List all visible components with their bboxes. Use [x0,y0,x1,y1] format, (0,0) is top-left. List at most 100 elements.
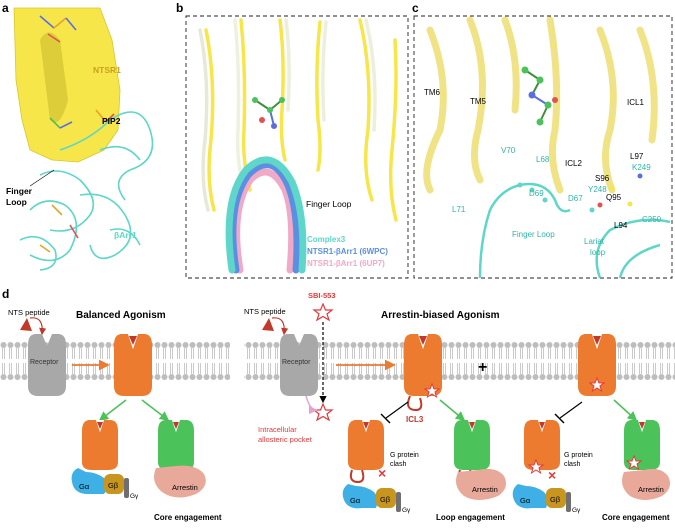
arrestin-pathway-arrow-2 [439,399,466,422]
clash-x-1: × [378,465,386,481]
gprotein-pathway-arrow [98,399,127,421]
receptor-gray-2 [280,334,318,396]
gbeta-2 [376,488,396,508]
panel-b-frame [185,15,409,279]
finger-loop-ribbons [225,156,307,274]
arrestin-3 [622,468,670,500]
sbi-star-top [312,302,334,322]
receptor-label-1: Receptor [30,359,59,366]
g-clash-label-2-line2: clash [564,461,580,468]
label-d67: D67 [568,194,583,203]
nts-ligand-sticks [39,15,77,43]
pip2-label: PIP2 [102,116,121,126]
receptor-label-2: Receptor [282,359,311,366]
gbeta-label-2: Gβ [380,495,391,504]
label-tm5: TM5 [470,97,487,106]
ggamma-label-2: Gγ [402,507,411,514]
ggamma-label-1: Gγ [130,493,139,500]
receptor-orange-biased-2 [578,334,616,396]
sbi-star-pocket [312,402,334,422]
arrestin-pathway-arrow-3 [613,399,638,422]
pip2-sticks [49,109,115,129]
arrestin-2 [456,468,506,500]
receptor-green-core-2 [624,420,660,471]
biased-agonism-title: Arrestin-biased Agonism [381,310,500,321]
gbeta-1 [104,474,124,494]
legend-6up7: NTSR1-βArr1 (6UP7) [307,259,385,268]
panel-a-letter: a [2,1,9,15]
nts-peptide-label-1: NTS peptide [8,308,50,317]
nts-peptide-label-2: NTS peptide [244,307,286,316]
gbeta-3 [546,488,566,508]
receptor-orange-clash-2 [524,420,560,475]
ligand-ball-stick-c [521,66,558,126]
finger-loop-label: Finger Loop [306,199,352,209]
ggamma-label-3: Gγ [572,507,581,514]
nts-peptide-1 [20,318,32,331]
label-l97: L97 [630,152,644,161]
core-engagement-label-1: Core engagement [154,513,222,522]
nts-peptide-arrow-2 [271,317,289,336]
panel-b: b [176,1,409,279]
galpha-label-3: Gα [520,496,531,505]
intracellular-label-line2: allosteric pocket [258,435,313,444]
arrestin-pathway-arrow-1 [141,399,170,421]
ntsr1-cavity [40,32,68,123]
legend: Complex3 NTSR1-βArr1 (6WPC) NTSR1-βArr1 … [307,235,388,268]
finger-loop-label-line1: Finger [6,186,33,196]
ligand-ball-stick [252,97,285,129]
pocket-pointer [305,395,318,415]
ggamma-1 [124,478,129,498]
intracellular-label-line1: Intracellular [258,425,297,434]
label-lariat-line2: loop [590,248,606,257]
barr1-ligand-sticks [39,204,79,253]
finger-loop-label-line2: Loop [6,197,27,207]
label-l71: L71 [452,205,466,214]
label-icl1: ICL1 [627,98,644,107]
icl3-label: ICL3 [406,415,424,424]
plus-sign: + [478,359,487,376]
panel-c-frame [413,15,673,279]
inhibit-gprotein-2 [559,401,583,419]
arrestin-1 [154,465,206,498]
panel-d-letter: d [2,287,9,301]
legend-6wpc: NTSR1-βArr1 (6WPC) [307,247,388,256]
receptor-orange-g-1 [82,420,118,470]
nts-peptide-2 [262,318,274,331]
panel-d: d Balanced Agonism Arrestin-biased Agoni… [0,287,675,522]
arrestin-label-2: Arrestin [472,485,498,494]
interface-residues [517,173,643,213]
panel-c-letter: c [412,1,419,15]
label-l68: L68 [536,155,550,164]
g-clash-label-2-line1: G protein [564,452,593,459]
inhibit-gprotein-1 [385,401,409,419]
label-s96: S96 [595,174,610,183]
panel-b-letter: b [176,1,183,15]
label-y248: Y248 [588,185,607,194]
finger-loop-pointer [29,169,55,187]
label-k249: K249 [632,163,651,172]
arrestin-label-3: Arrestin [638,485,664,494]
loop-engagement-label: Loop engagement [436,513,505,522]
sbi-label: SBI-553 [308,291,336,300]
label-c250: C250 [642,215,662,224]
galpha-2 [342,484,378,509]
legend-complex3: Complex3 [307,235,346,244]
g-clash-label-1-line1: G protein [390,452,419,459]
barr1-label: βArr1 [114,230,137,240]
nts-peptide-arrow-1 [29,317,47,336]
galpha-1 [71,468,107,494]
label-lariat-line1: Lariat [584,237,605,246]
balanced-agonism-title: Balanced Agonism [76,310,166,321]
label-tm6: TM6 [424,88,441,97]
galpha-3 [512,484,548,509]
ntsr1-helices [423,16,658,194]
g-clash-label-1-line2: clash [390,461,406,468]
label-d69: D69 [529,189,544,198]
receptor-gray-1 [28,334,66,396]
label-v70: V70 [501,146,516,155]
core-engagement-label-2: Core engagement [602,513,670,522]
ntsr1-label: NTSR1 [93,65,121,75]
receptor-orange-biased-1 [404,334,442,412]
gbeta-label-1: Gβ [108,481,119,490]
